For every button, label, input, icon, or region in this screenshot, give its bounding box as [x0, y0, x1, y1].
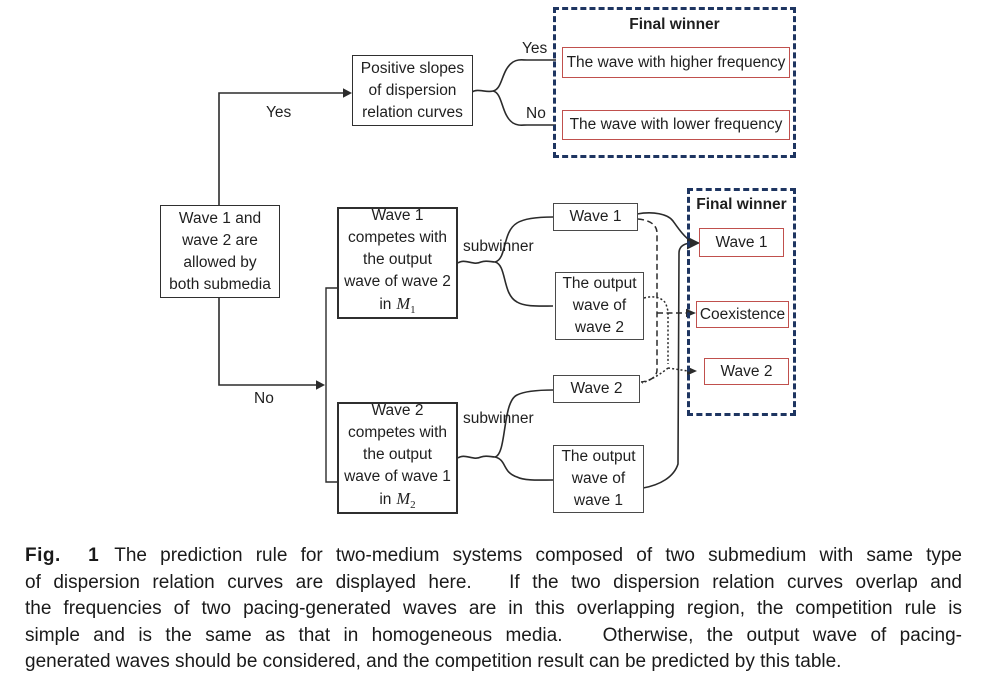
final-winner-bottom-box: Final winner Wave 1 Coexistence Wave 2	[687, 188, 796, 416]
medium-symbol: M	[396, 488, 411, 508]
root-condition-box: Wave 1 and wave 2 are allowed by both su…	[160, 205, 280, 298]
figure-caption: Fig. 1 The prediction rule for two-medium…	[25, 543, 962, 676]
branch-yes-label: Yes	[266, 104, 292, 121]
slopes-no-label: No	[526, 105, 546, 122]
caption-line-1: Fig. 1 The prediction rule for two-medium…	[25, 543, 962, 570]
final-wave2-box: Wave 2	[704, 358, 789, 385]
wave2-junction-line	[641, 367, 669, 384]
no-branch-line	[218, 298, 316, 386]
in-word: in	[379, 490, 392, 508]
final-coexistence-box: Coexistence	[696, 301, 789, 328]
subwinner-label-2: subwinner	[463, 410, 534, 427]
output2-down-line	[643, 296, 669, 364]
output1-to-winner-line	[642, 242, 691, 489]
branch-no-label: No	[254, 390, 274, 407]
wave2-final-stub	[667, 367, 689, 372]
final-winner-top-title: Final winner	[629, 16, 720, 33]
subwinner-output2-box: The output wave of wave 2	[555, 272, 644, 340]
competes-box-2: Wave 2 competes with the output wave of …	[337, 402, 458, 514]
dashed-connectors	[637, 218, 687, 383]
positive-slopes-box: Positive slopes of dispersion relation c…	[352, 55, 473, 126]
arrowhead-bracket	[316, 380, 325, 390]
caption-line-5: generated waves should be considered, an…	[25, 651, 842, 672]
subwinner-brace-1	[457, 216, 554, 307]
caption-line-4: simple and is the same as that in homoge…	[25, 624, 962, 646]
final-winner-top-box: Final winner The wave with higher freque…	[553, 7, 796, 158]
final-wave1-box: Wave 1	[699, 228, 784, 257]
arrowhead-slopes	[343, 88, 352, 98]
competes-box-1: Wave 1 competes with the output wave of …	[337, 207, 458, 319]
medium-subscript: 1	[410, 304, 416, 317]
competes-2-text: Wave 2 competes with the output wave of …	[344, 401, 451, 485]
higher-frequency-box: The wave with higher frequency	[562, 47, 790, 78]
caption-line-3: the frequencies of two pacing-generated …	[25, 598, 962, 619]
subwinner-wave1-box: Wave 1	[553, 203, 638, 231]
subwinner-label-1: subwinner	[463, 238, 534, 255]
subwinner-brace-2	[457, 389, 554, 481]
medium-subscript: 2	[410, 499, 416, 512]
slopes-yes-label: Yes	[522, 40, 548, 57]
final-winner-bottom-title: Final winner	[696, 196, 787, 213]
caption-text-1: The prediction rule for two-medium syste…	[114, 545, 962, 566]
in-word: in	[379, 295, 392, 313]
caption-line-2: of dispersion relation curves are displa…	[25, 571, 962, 593]
figure-label: Fig. 1	[25, 545, 100, 566]
lower-frequency-box: The wave with lower frequency	[562, 110, 790, 140]
subwinner-wave2-box: Wave 2	[553, 375, 640, 403]
wave1-to-winner-line	[636, 212, 693, 243]
medium-symbol: M	[396, 293, 411, 313]
subwinner-output1-box: The output wave of wave 1	[553, 445, 644, 513]
competes-1-text: Wave 1 competes with the output wave of …	[344, 206, 451, 290]
dotted-connectors	[641, 296, 689, 384]
competes-bracket	[325, 287, 337, 483]
